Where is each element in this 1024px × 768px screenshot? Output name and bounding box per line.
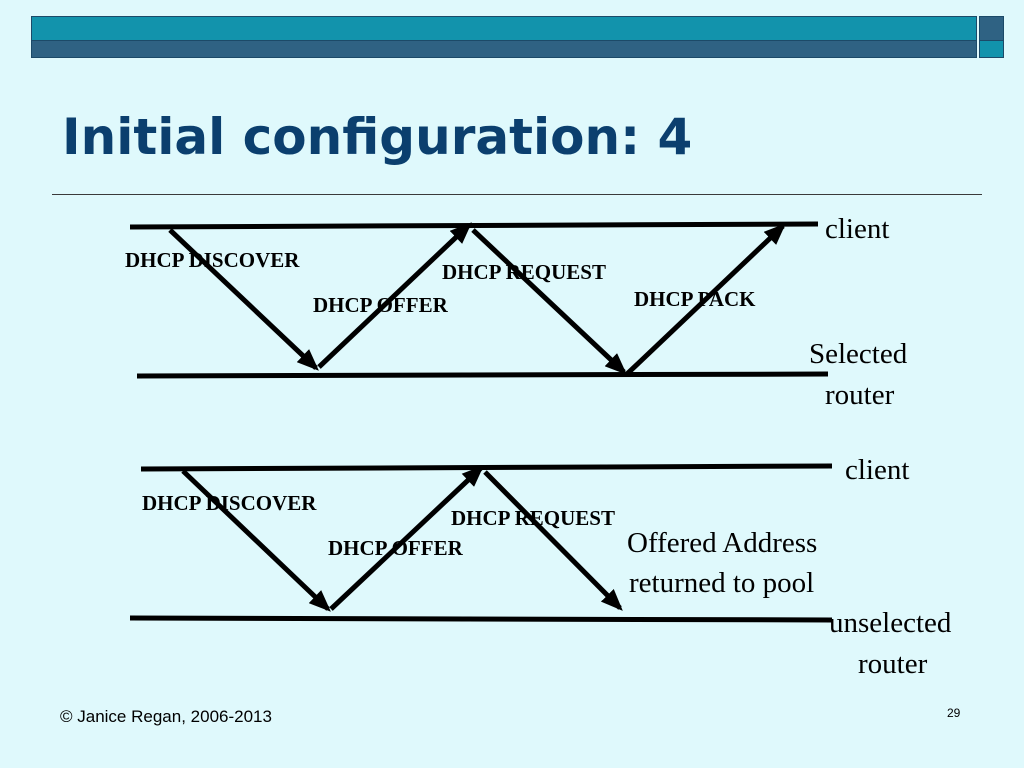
header-corner-bottom bbox=[979, 41, 1004, 58]
copyright-footer: © Janice Regan, 2006-2013 bbox=[60, 707, 272, 726]
bottom-client-label: client bbox=[845, 454, 909, 486]
top-client-label: client bbox=[825, 213, 889, 245]
bottom-request-arrow bbox=[483, 470, 623, 611]
slide-title: Initial configuration: 4 bbox=[62, 108, 693, 166]
header-corner-top bbox=[979, 16, 1004, 41]
top-request-arrow bbox=[471, 228, 627, 375]
page-number: 29 bbox=[947, 706, 961, 720]
top-discover-arrow bbox=[168, 228, 319, 371]
bottom-discover-arrow bbox=[181, 469, 331, 612]
bottom-note-line2: returned to pool bbox=[629, 567, 814, 599]
top-request-label: DHCP REQUEST bbox=[442, 260, 606, 284]
top-router-label-line2: router bbox=[825, 379, 895, 411]
title-divider bbox=[52, 194, 982, 195]
bottom-offer-label: DHCP OFFER bbox=[328, 536, 464, 560]
bottom-router-label-line1: unselected bbox=[829, 607, 952, 639]
top-offer-label: DHCP OFFER bbox=[313, 293, 449, 317]
top-client-timeline bbox=[129, 221, 819, 230]
bottom-request-label: DHCP REQUEST bbox=[451, 506, 615, 530]
bottom-offer-arrow bbox=[329, 465, 484, 611]
top-router-label-line1: Selected bbox=[809, 338, 908, 370]
bottom-discover-label: DHCP DISCOVER bbox=[142, 491, 317, 515]
header-bar-bottom bbox=[31, 41, 977, 58]
bottom-note-line1: Offered Address bbox=[627, 527, 817, 559]
bottom-router-label-line2: router bbox=[858, 648, 928, 680]
top-offer-arrow bbox=[317, 222, 472, 369]
bottom-client-timeline bbox=[140, 463, 833, 472]
top-pack-arrow bbox=[625, 223, 786, 376]
top-discover-label: DHCP DISCOVER bbox=[125, 248, 300, 272]
top-router-timeline bbox=[136, 371, 829, 379]
bottom-router-timeline bbox=[129, 615, 833, 623]
top-pack-label: DHCP PACK bbox=[634, 287, 756, 311]
header-bar-top bbox=[31, 16, 977, 41]
